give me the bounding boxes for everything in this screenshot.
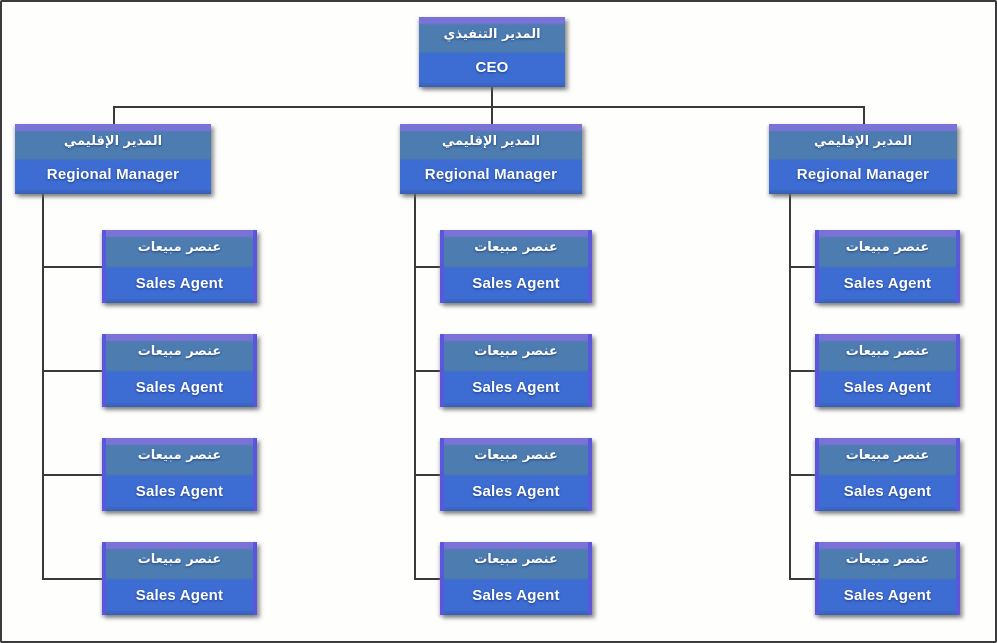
connector-line xyxy=(42,194,44,580)
agent-node[interactable]: عنصر مبيعات Sales Agent xyxy=(440,542,592,615)
node-title-arabic: عنصر مبيعات xyxy=(845,448,930,464)
node-title-arabic: المدير التنفيذي xyxy=(443,26,541,42)
node-title-english: Sales Agent xyxy=(843,274,932,292)
node-title-english: Sales Agent xyxy=(135,378,224,396)
node-title-english: Sales Agent xyxy=(135,482,224,500)
ceo-node[interactable]: المدير التنفيذي CEO xyxy=(419,17,565,87)
connector-line xyxy=(414,474,440,476)
node-title-arabic: المدير الإقليمي xyxy=(63,133,163,149)
node-title-english: Sales Agent xyxy=(472,586,560,604)
agent-node[interactable]: عنصر مبيعات Sales Agent xyxy=(815,230,960,303)
node-title-english: Sales Agent xyxy=(135,586,224,604)
manager-node[interactable]: المدير الإقليمي Regional Manager xyxy=(400,124,582,194)
connector-line xyxy=(42,266,102,268)
node-title-arabic: عنصر مبيعات xyxy=(474,448,558,464)
node-title-arabic: عنصر مبيعات xyxy=(845,344,930,360)
node-title-english: Sales Agent xyxy=(472,378,560,396)
connector-line xyxy=(789,474,815,476)
node-title-arabic: المدير الإقليمي xyxy=(813,133,913,149)
manager-node[interactable]: المدير الإقليمي Regional Manager xyxy=(769,124,957,194)
node-title-english: CEO xyxy=(475,59,509,77)
node-title-arabic: المدير الإقليمي xyxy=(441,133,541,149)
node-title-arabic: عنصر مبيعات xyxy=(137,448,222,464)
node-title-english: Sales Agent xyxy=(135,274,224,292)
node-title-arabic: عنصر مبيعات xyxy=(474,240,558,256)
manager-node[interactable]: المدير الإقليمي Regional Manager xyxy=(15,124,211,194)
connector-line xyxy=(414,194,416,580)
connector-line xyxy=(113,106,865,108)
node-title-arabic: عنصر مبيعات xyxy=(137,344,222,360)
node-title-arabic: عنصر مبيعات xyxy=(474,552,558,568)
connector-line xyxy=(789,266,815,268)
node-title-arabic: عنصر مبيعات xyxy=(845,240,930,256)
connector-line xyxy=(491,87,493,108)
node-title-english: Sales Agent xyxy=(472,274,560,292)
agent-node[interactable]: عنصر مبيعات Sales Agent xyxy=(102,542,257,615)
agent-node[interactable]: عنصر مبيعات Sales Agent xyxy=(440,438,592,511)
node-title-english: Regional Manager xyxy=(46,166,180,184)
node-title-english: Sales Agent xyxy=(843,378,932,396)
connector-line xyxy=(42,370,102,372)
connector-line xyxy=(42,578,102,580)
agent-node[interactable]: عنصر مبيعات Sales Agent xyxy=(102,230,257,303)
connector-line xyxy=(789,578,815,580)
agent-node[interactable]: عنصر مبيعات Sales Agent xyxy=(815,334,960,407)
node-title-english: Regional Manager xyxy=(424,166,558,184)
connector-line xyxy=(491,106,493,124)
node-title-english: Regional Manager xyxy=(796,166,930,184)
agent-node[interactable]: عنصر مبيعات Sales Agent xyxy=(102,334,257,407)
node-title-arabic: عنصر مبيعات xyxy=(137,552,222,568)
agent-node[interactable]: عنصر مبيعات Sales Agent xyxy=(815,438,960,511)
agent-node[interactable]: عنصر مبيعات Sales Agent xyxy=(440,334,592,407)
node-title-arabic: عنصر مبيعات xyxy=(845,552,930,568)
agent-node[interactable]: عنصر مبيعات Sales Agent xyxy=(815,542,960,615)
connector-line xyxy=(414,266,440,268)
connector-line xyxy=(414,578,440,580)
agent-node[interactable]: عنصر مبيعات Sales Agent xyxy=(102,438,257,511)
node-title-english: Sales Agent xyxy=(843,482,932,500)
connector-line xyxy=(113,106,115,124)
connector-line xyxy=(789,370,815,372)
connector-line xyxy=(42,474,102,476)
connector-line xyxy=(414,370,440,372)
node-title-arabic: عنصر مبيعات xyxy=(474,344,558,360)
agent-node[interactable]: عنصر مبيعات Sales Agent xyxy=(440,230,592,303)
node-title-english: Sales Agent xyxy=(472,482,560,500)
connector-line xyxy=(789,194,791,580)
node-title-english: Sales Agent xyxy=(843,586,932,604)
connector-line xyxy=(863,106,865,124)
node-title-arabic: عنصر مبيعات xyxy=(137,240,222,256)
